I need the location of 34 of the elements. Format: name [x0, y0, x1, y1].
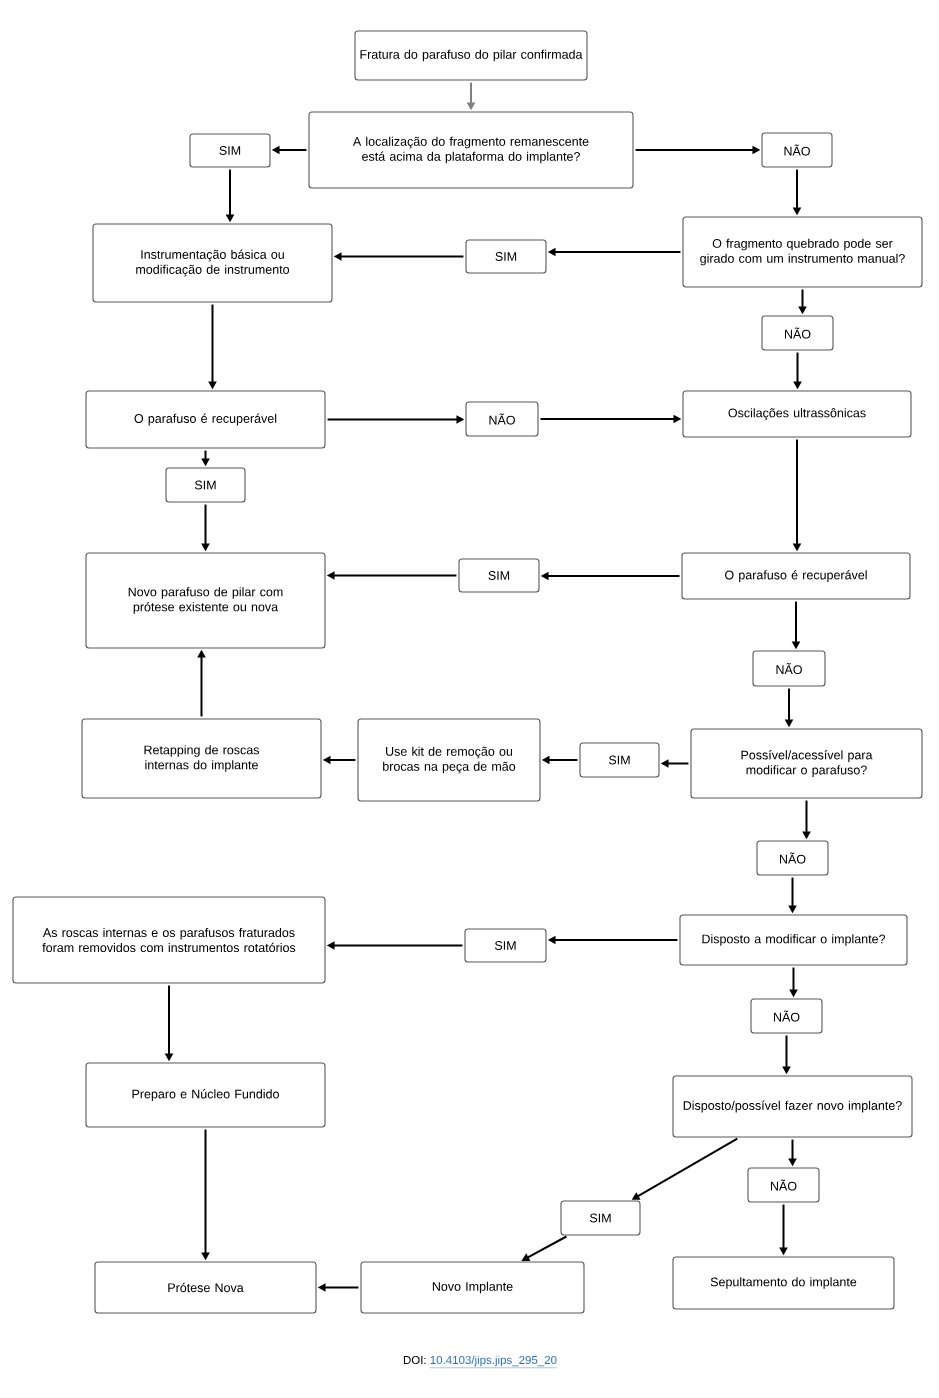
answer-box: NÃO	[752, 650, 826, 687]
process-box: Disposto a modificar o implante?	[679, 914, 908, 966]
process-box: Novo parafuso de pilar com prótese existente ou nova	[85, 552, 326, 649]
answer-box: SIM	[579, 742, 660, 778]
answer-box: NÃO	[465, 401, 539, 437]
answer-box: NÃO	[747, 1167, 820, 1203]
answer-box: SIM	[189, 133, 271, 168]
process-box: Instrumentação básica ou modificação de instrumento	[92, 223, 333, 303]
process-box: O parafuso é recuperável	[85, 390, 326, 449]
doi-link: 10.4103/jips.jips_295_20	[429, 1355, 558, 1368]
process-box: Novo Implante	[360, 1261, 585, 1314]
answer-box: SIM	[165, 467, 246, 503]
answer-box: SIM	[458, 558, 540, 593]
process-box: Use kit de remoção ou brocas na peça de mão	[357, 718, 541, 802]
process-box: Retapping de roscas internas do implante	[81, 718, 322, 799]
answer-box: SIM	[560, 1200, 641, 1236]
answer-box: NÃO	[761, 315, 834, 351]
doi-label: DOI:	[403, 1355, 426, 1365]
process-box: Preparo e Núcleo Fundido	[85, 1062, 326, 1128]
process-box: Oscilações ultrassônicas	[682, 390, 912, 438]
process-box: O parafuso é recuperável	[681, 552, 911, 600]
process-box: O fragmento quebrado pode ser girado com um instrumento manual?	[682, 216, 923, 288]
answer-box: NÃO	[761, 132, 833, 168]
process-box: As roscas internas e os parafusos fraturados foram removidos com instrumentos rotatórios	[12, 896, 326, 984]
answer-box: NÃO	[750, 998, 823, 1034]
process-box: Sepultamento do implante	[672, 1256, 895, 1310]
process-box: Prótese Nova	[94, 1261, 317, 1314]
answer-box: SIM	[465, 239, 547, 274]
process-box: Possível/acessível para modificar o parafuso?	[690, 728, 923, 799]
process-box: A localização do fragmento remanescente está acima da plataforma do implante?	[308, 111, 634, 189]
process-box: Disposto/possível fazer novo implante?	[672, 1075, 913, 1138]
answer-box: NÃO	[756, 840, 829, 876]
answer-box: SIM	[464, 928, 547, 963]
process-box: Fratura do parafuso do pilar confirmada	[354, 30, 588, 81]
